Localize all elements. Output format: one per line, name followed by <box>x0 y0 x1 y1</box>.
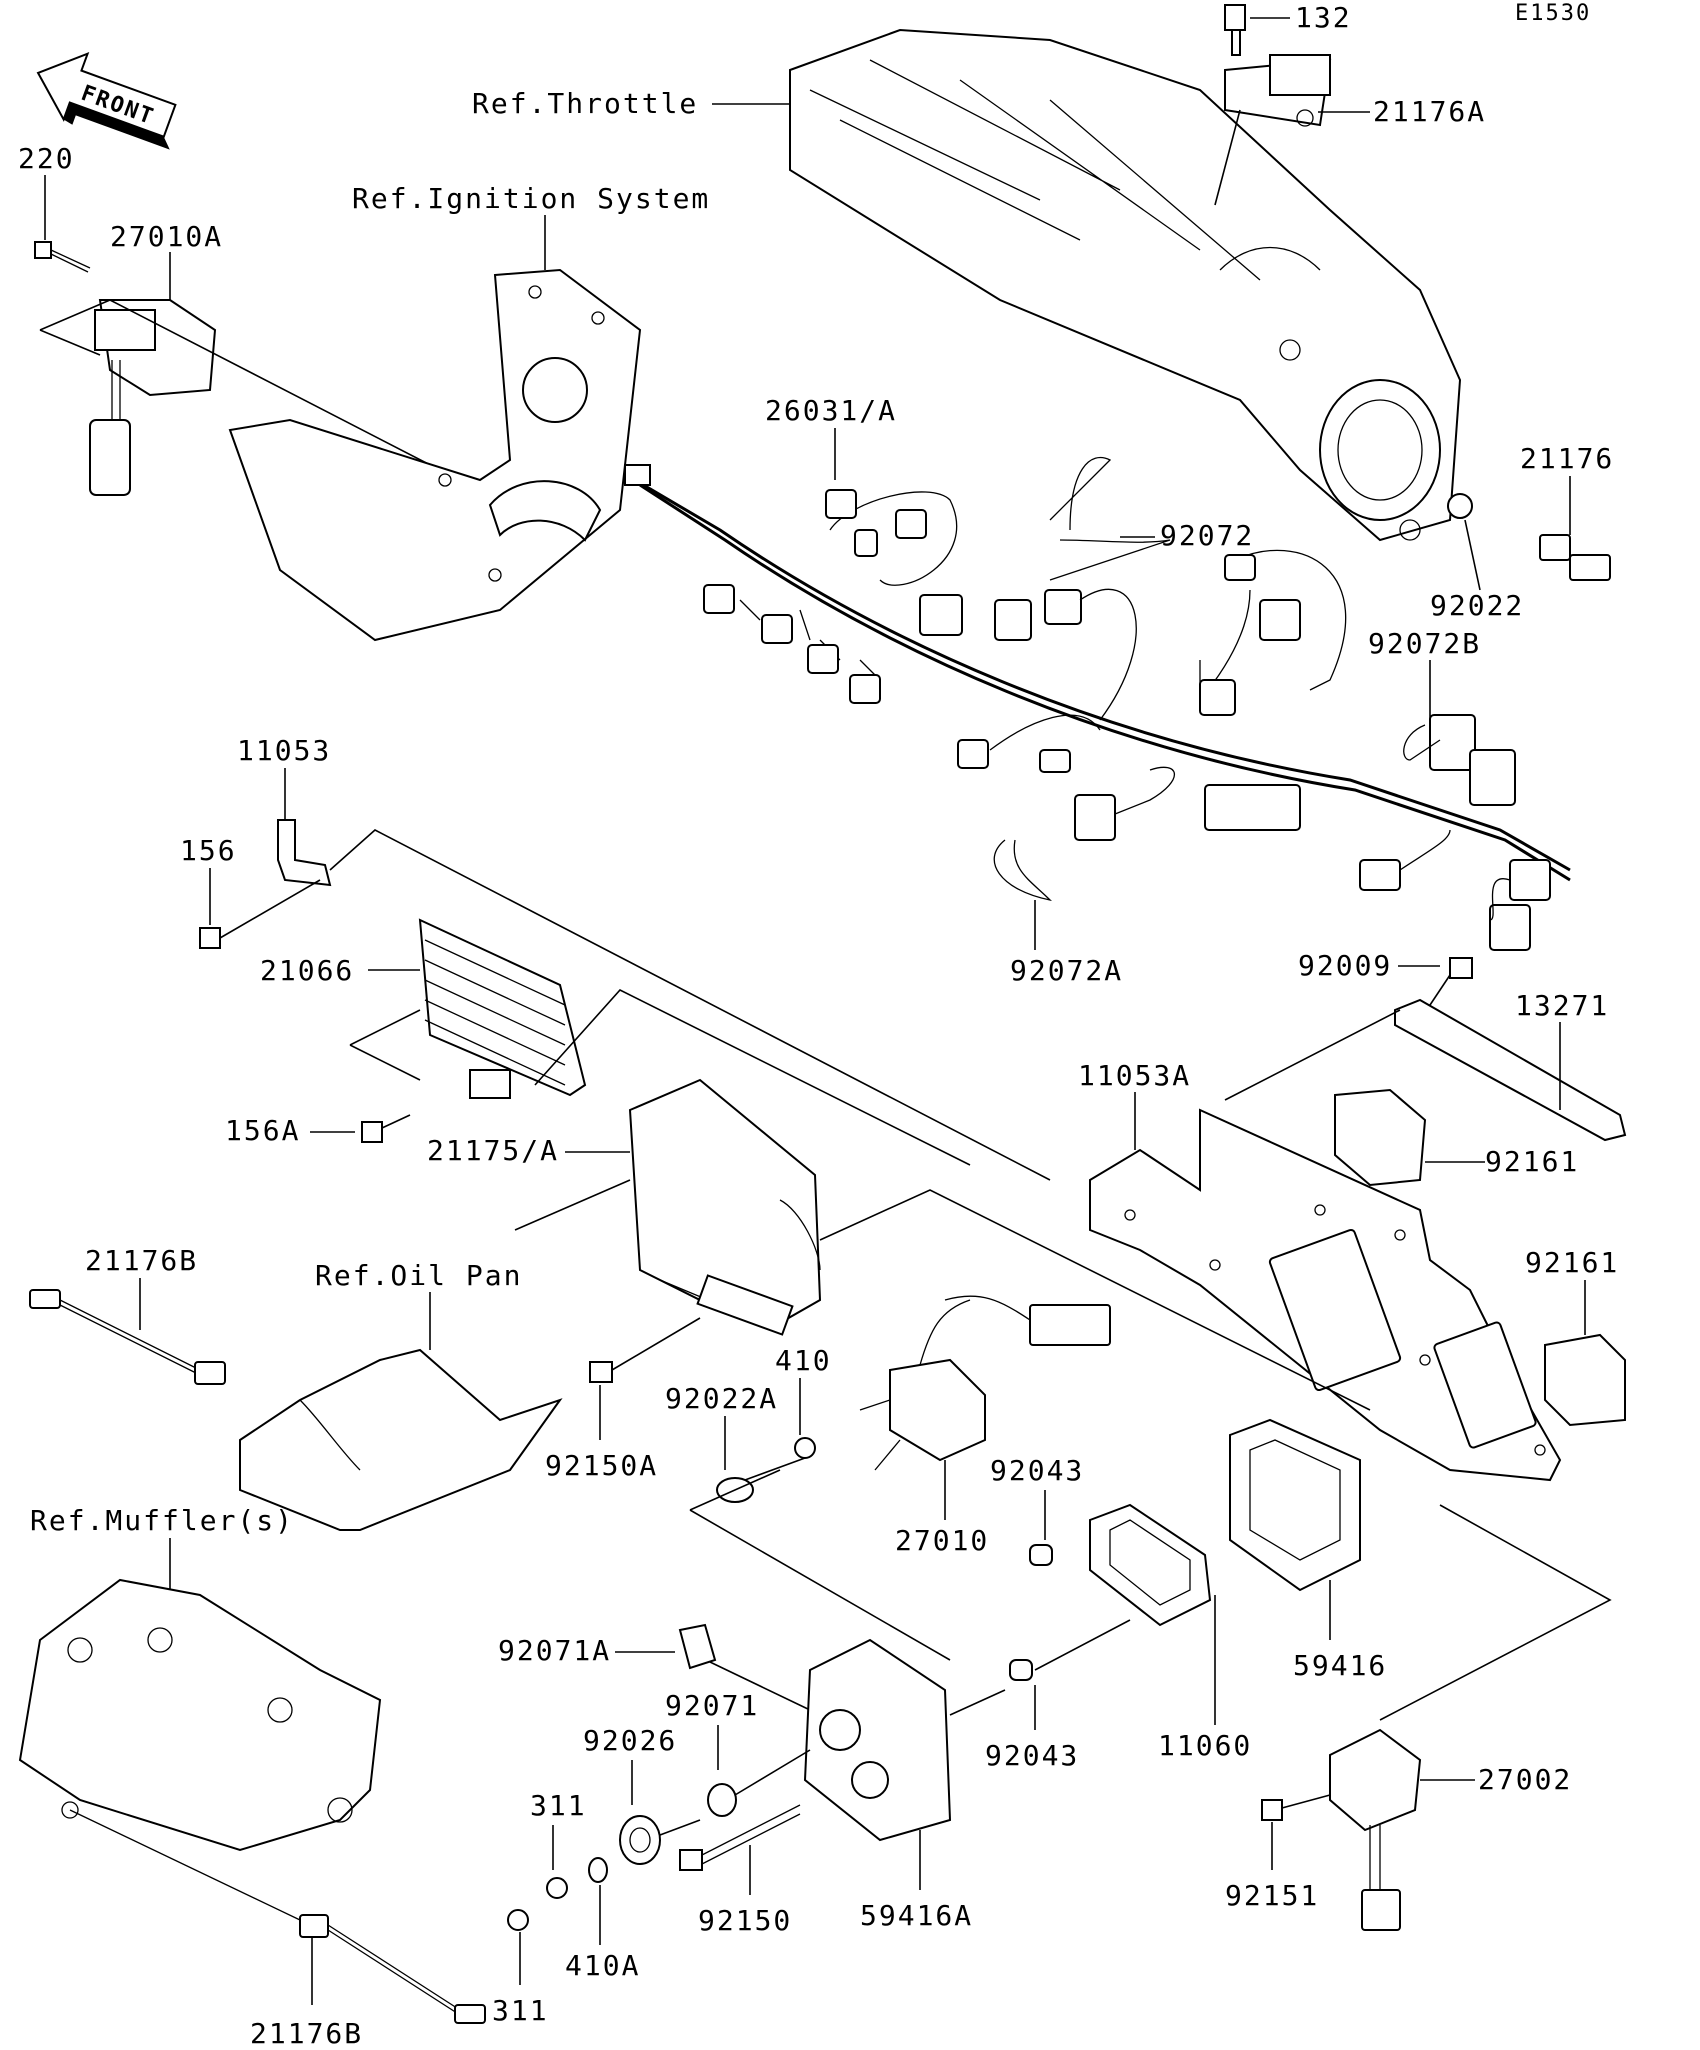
label-21175A: 21175/A <box>427 1134 559 1167</box>
label-410: 410 <box>775 1344 832 1377</box>
label-ref-oil-pan: Ref.Oil Pan <box>315 1259 522 1292</box>
label-13271: 13271 <box>1515 989 1609 1022</box>
label-92072: 92072 <box>1160 519 1254 552</box>
label-27010A: 27010A <box>110 220 223 253</box>
washer-410 <box>794 1437 816 1459</box>
cable-tie-92072B <box>1403 724 1441 761</box>
label-311-a: 311 <box>530 1789 587 1822</box>
label-92161-b: 92161 <box>1525 1246 1619 1279</box>
label-92043-b: 92043 <box>985 1739 1079 1772</box>
label-92072A: 92072A <box>1010 954 1123 987</box>
label-21176B-bottom: 21176B <box>250 2017 363 2050</box>
label-92022: 92022 <box>1430 589 1524 622</box>
collar-92043-b <box>1009 1659 1033 1681</box>
ecu-21175A <box>628 1078 822 1336</box>
collar-92043-a <box>1029 1544 1053 1566</box>
nut-311-b <box>507 1909 529 1931</box>
label-92161-a: 92161 <box>1485 1145 1579 1178</box>
label-92150A: 92150A <box>545 1449 658 1482</box>
mount-59416A <box>803 1638 952 1842</box>
label-92043-a: 92043 <box>990 1454 1084 1487</box>
grommet-92071A <box>678 1623 717 1670</box>
label-ref-ignition: Ref.Ignition System <box>352 182 710 215</box>
cable-tie-92072A <box>993 839 1052 902</box>
label-11053: 11053 <box>237 734 331 767</box>
insulator-59416 <box>1229 1418 1361 1592</box>
gasket-11060 <box>1089 1503 1212 1627</box>
label-11060: 11060 <box>1158 1729 1252 1762</box>
washer-410A <box>588 1857 608 1883</box>
sensor-21176B-bottom <box>299 1914 486 2024</box>
regulator-21066 <box>418 918 587 1099</box>
label-92071A: 92071A <box>498 1634 611 1667</box>
sensor-27002 <box>1329 1728 1422 1931</box>
label-92150: 92150 <box>698 1904 792 1937</box>
muffler <box>18 1578 382 1852</box>
grommet-92071 <box>707 1783 737 1817</box>
label-132: 132 <box>1295 1 1352 34</box>
label-27010: 27010 <box>895 1524 989 1557</box>
label-26031A: 26031/A <box>765 394 897 427</box>
oil-pan <box>239 1348 563 1531</box>
bolt-220 <box>34 241 91 273</box>
pad-92161-a <box>1334 1088 1427 1187</box>
bracket-11053 <box>277 819 332 887</box>
bolt-92150 <box>679 1804 801 1871</box>
bolt-92150A <box>589 1361 613 1383</box>
bracket-11053A <box>1089 1108 1562 1482</box>
label-21176: 21176 <box>1520 442 1614 475</box>
diagram-code: E1530 <box>1515 1 1591 26</box>
nut-311-a <box>546 1877 568 1899</box>
sensor-21176A <box>1224 4 1332 127</box>
sensor-21176 <box>1539 534 1611 581</box>
throttle-body-assembly <box>789 28 1462 542</box>
ignition-bracket <box>228 268 642 642</box>
label-92022A: 92022A <box>665 1382 778 1415</box>
label-59416: 59416 <box>1293 1649 1387 1682</box>
label-ref-throttle: Ref.Throttle <box>472 87 698 120</box>
label-156: 156 <box>180 834 237 867</box>
label-92009: 92009 <box>1298 949 1392 982</box>
label-ref-muffler: Ref.Muffler(s) <box>30 1504 294 1537</box>
relay-27010 <box>859 1295 1111 1471</box>
label-311-b: 311 <box>492 1994 549 2027</box>
label-11053A: 11053A <box>1078 1059 1191 1092</box>
relay-27010A <box>89 299 217 496</box>
label-21176A: 21176A <box>1373 95 1486 128</box>
screw-92009 <box>1449 957 1473 979</box>
bolt-156 <box>199 927 221 949</box>
label-27002: 27002 <box>1478 1763 1572 1796</box>
label-156A: 156A <box>225 1114 300 1147</box>
label-92071: 92071 <box>665 1689 759 1722</box>
label-59416A: 59416A <box>860 1899 973 1932</box>
label-92072B: 92072B <box>1368 627 1481 660</box>
plate-13271 <box>1394 998 1627 1142</box>
grommet-92026 <box>619 1815 661 1865</box>
pad-92161-b <box>1544 1333 1626 1427</box>
sensor-21176B-top <box>29 1289 226 1385</box>
washer-92022 <box>1447 493 1473 519</box>
cable-tie-92072 <box>1049 456 1171 581</box>
wire-harness <box>624 464 1571 951</box>
label-21176B-top: 21176B <box>85 1244 198 1277</box>
bolt-156A <box>361 1121 383 1143</box>
bolt-92151 <box>1261 1799 1283 1821</box>
label-220: 220 <box>18 142 75 175</box>
label-92151: 92151 <box>1225 1879 1319 1912</box>
label-410A: 410A <box>565 1949 640 1982</box>
label-92026: 92026 <box>583 1724 677 1757</box>
label-21066: 21066 <box>260 954 354 987</box>
